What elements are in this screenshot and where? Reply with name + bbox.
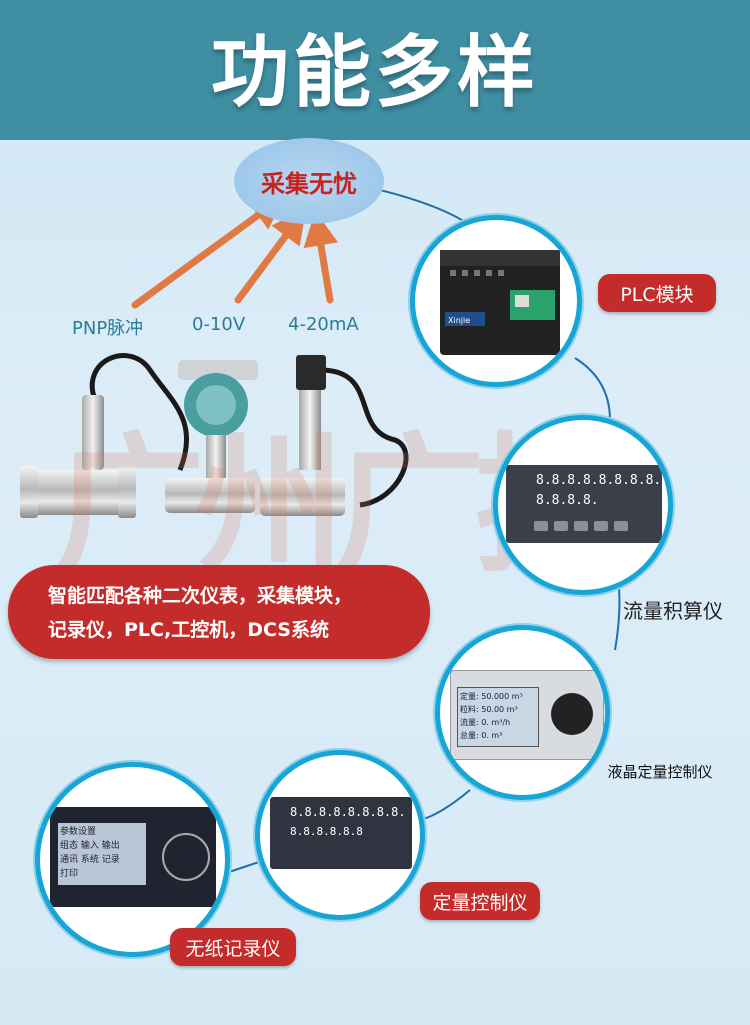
flow-totalizer-display-top: 8.8.8.8.8.8.8.8. — [536, 473, 662, 488]
lcd-line: 定量: 50.000 m³ — [460, 692, 523, 701]
arrow-voltage — [234, 207, 307, 304]
recorder-line: 组态 输入 输出 — [60, 841, 120, 851]
paperless-recorder-panel: 参数设置 组态 输入 输出 通讯 系统 记录 打印 — [50, 807, 216, 907]
plc-module-image: Xinjie — [440, 250, 560, 355]
quant-controller-display-top: 8.8.8.8.8.8.8.8. — [290, 805, 406, 819]
paperless-recorder-screen: 参数设置 组态 输入 输出 通讯 系统 记录 打印 — [58, 823, 146, 885]
flow-totalizer-panel: 8.8.8.8.8.8.8.8. 8.8.8.8. — [506, 465, 662, 543]
turbine-flowmeter-voltage — [165, 360, 258, 513]
collection-bubble: 采集无忧 — [234, 138, 384, 224]
flow-totalizer-display-bottom: 8.8.8.8. — [536, 493, 599, 508]
lcd-controller-screen: 定量: 50.000 m³ 粒料: 50.00 m³ 流量: 0. m³/h 总… — [457, 687, 539, 747]
lcd-controller-panel: 定量: 50.000 m³ 粒料: 50.00 m³ 流量: 0. m³/h 总… — [450, 670, 604, 760]
lcd-line: 粒料: 50.00 m³ — [460, 705, 518, 714]
arrow-pnp — [131, 194, 287, 309]
compatibility-banner: 智能匹配各种二次仪表，采集模块， 记录仪，PLC,工控机，DCS系统 — [8, 565, 430, 659]
flow-totalizer-label: 流量积算仪 — [623, 598, 723, 623]
lcd-line: 流量: 0. m³/h — [460, 718, 511, 727]
banner-line-2: 记录仪，PLC,工控机，DCS系统 — [48, 619, 329, 641]
bubble-text: 采集无忧 — [261, 169, 357, 198]
lcd-controller-dpad — [551, 693, 593, 735]
page-title: 功能多样 — [210, 28, 539, 118]
paperless-recorder-dpad — [162, 833, 210, 881]
recorder-line: 通讯 系统 记录 — [60, 855, 120, 865]
signal-label-pnp: PNP脉冲 — [72, 318, 144, 339]
lcd-controller-circle: 定量: 50.000 m³ 粒料: 50.00 m³ 流量: 0. m³/h 总… — [435, 625, 610, 800]
recorder-line: 打印 — [60, 869, 79, 879]
header-banner: 功能多样 — [0, 0, 750, 140]
plc-brand-text: Xinjie — [448, 316, 470, 325]
banner-line-1: 智能匹配各种二次仪表，采集模块， — [48, 585, 353, 607]
quant-controller-panel: 8.8.8.8.8.8.8.8. 8.8.8.8.8.8 — [270, 797, 412, 869]
paperless-recorder-label: 无纸记录仪 — [170, 928, 296, 966]
signal-label-current: 4-20mA — [288, 314, 359, 335]
flow-totalizer-circle: 8.8.8.8.8.8.8.8. 8.8.8.8. — [493, 415, 673, 595]
quant-controller-display-bottom: 8.8.8.8.8.8 — [290, 825, 363, 838]
quant-controller-circle: 8.8.8.8.8.8.8.8. 8.8.8.8.8.8 — [255, 750, 425, 920]
lcd-controller-label: 液晶定量控制仪 — [607, 762, 713, 781]
plc-module-circle: Xinjie — [410, 215, 582, 387]
lcd-line: 总量: 0. m³ — [460, 731, 503, 740]
line-plc-flow — [574, 357, 611, 421]
quant-controller-label: 定量控制仪 — [420, 882, 540, 920]
turbine-flowmeter-current — [260, 355, 345, 516]
arrow-current — [303, 210, 339, 304]
cable-1 — [89, 353, 190, 471]
turbine-flowmeter-pulse — [20, 395, 136, 518]
recorder-line: 参数设置 — [60, 827, 97, 837]
paperless-recorder-circle: 参数设置 组态 输入 输出 通讯 系统 记录 打印 — [35, 762, 230, 957]
plc-module-label: PLC模块 — [598, 274, 716, 312]
signal-label-voltage: 0-10V — [192, 314, 246, 335]
